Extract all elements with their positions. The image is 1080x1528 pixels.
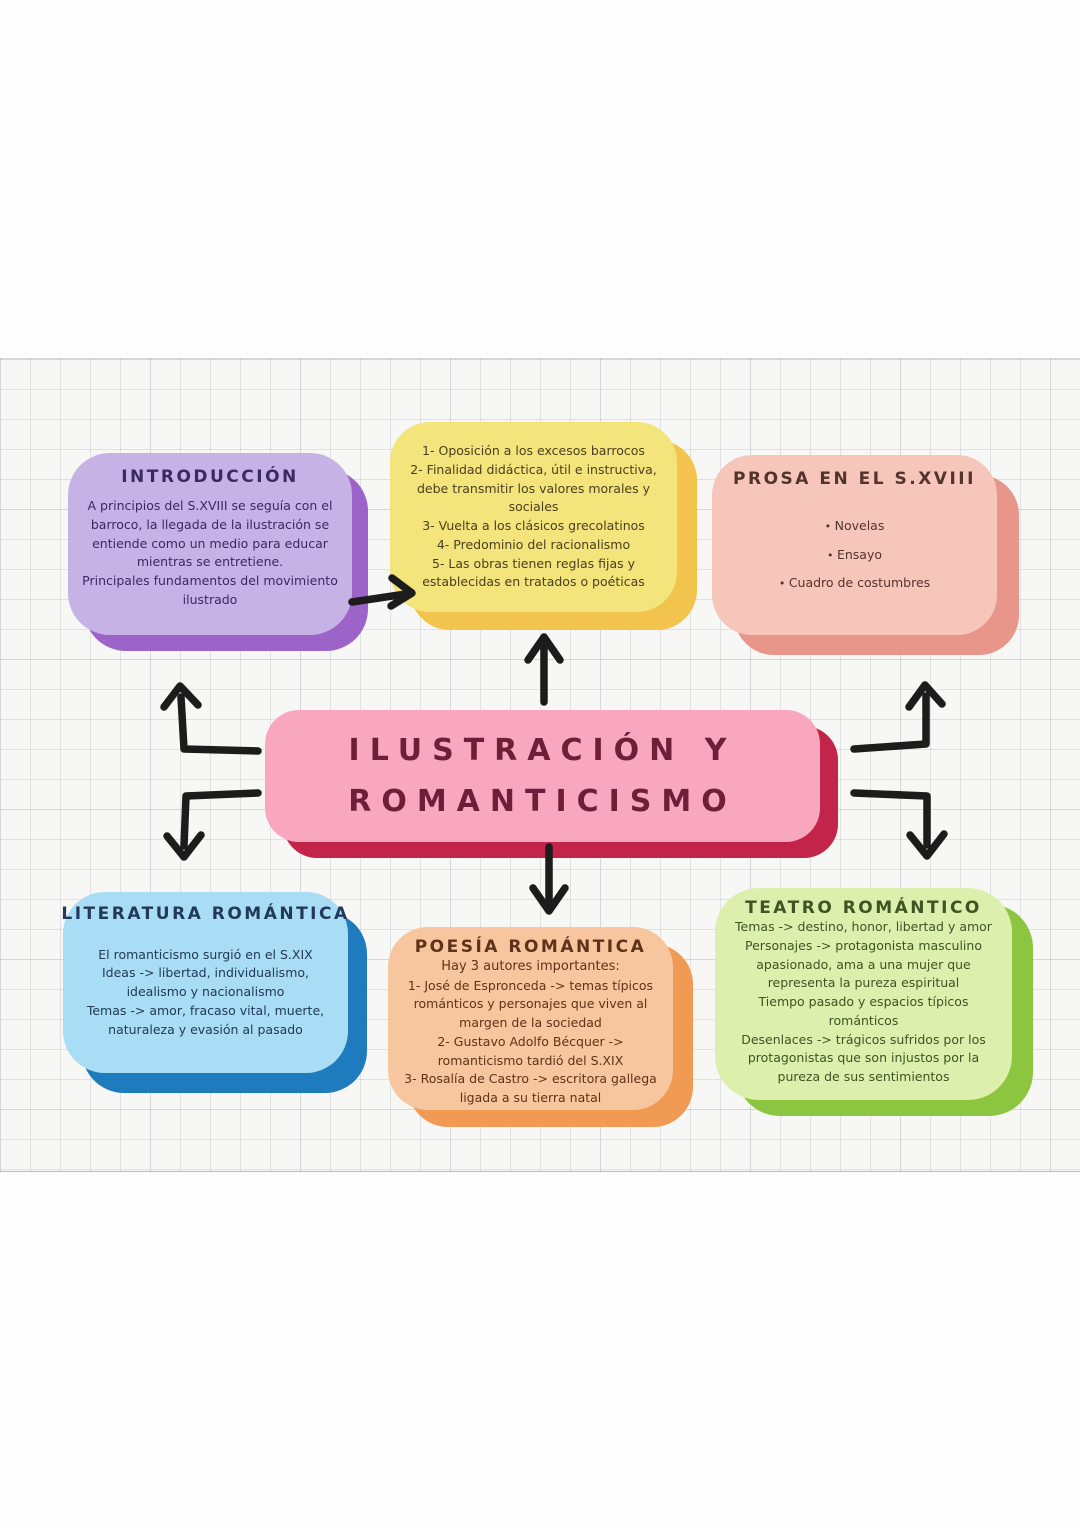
text-line: Temas -> destino, honor, libertad y amor [735, 919, 992, 934]
text-line: El romanticismo surgió en el S.XIX [98, 946, 313, 962]
central-title-line1: ILUSTRACIÓN Y [348, 733, 737, 768]
box-poesia-subtitle: Hay 3 autores importantes: [441, 959, 620, 974]
text-line: Tiempo pasado y espacios típicos románti… [758, 994, 969, 1028]
box-prosa-title: PROSA EN EL S.XVIII [733, 469, 976, 489]
text-line: Ideas -> libertad, individualismo, ideal… [101, 965, 309, 1000]
list-item: 5- Las obras tienen reglas fijas y estab… [422, 555, 645, 590]
bullet-item: Novelas [779, 517, 930, 536]
list-item: 2- Finalidad didáctica, útil e instructi… [410, 461, 657, 515]
bullet-item: Ensayo [779, 546, 930, 565]
text-line: Principales fundamentos del movimiento i… [82, 573, 338, 607]
box-caracteristicas: 1- Oposición a los excesos barrocos 2- F… [390, 422, 677, 612]
box-literatura-title: LITERATURA ROMÁNTICA [61, 904, 350, 924]
bullet-item: Cuadro de costumbres [779, 574, 930, 593]
box-literatura: LITERATURA ROMÁNTICA El romanticismo sur… [61, 892, 350, 1073]
box-poesia-title: POESÍA ROMÁNTICA [414, 937, 647, 957]
box-prosa: PROSA EN EL S.XVIII Novelas Ensayo Cuadr… [712, 455, 997, 635]
list-item: 4- Predominio del racionalismo [436, 536, 631, 552]
text-line: A principios del S.XVIII se seguía con e… [87, 498, 333, 570]
box-introduccion-title: INTRODUCCIÓN [121, 467, 299, 487]
text-line: Temas -> amor, fracaso vital, muerte, na… [86, 1002, 325, 1037]
list-item: 3- Vuelta a los clásicos grecolatinos [422, 518, 645, 533]
list-item: 2- Gustavo Adolfo Bécquer -> romanticism… [437, 1033, 624, 1068]
list-item: 1- José de Espronceda -> temas típicos r… [407, 977, 654, 1031]
box-central-title: ILUSTRACIÓN Y ROMANTICISMO [265, 710, 820, 842]
box-teatro-title: TEATRO ROMÁNTICO [745, 898, 982, 918]
box-poesia: POESÍA ROMÁNTICA Hay 3 autores important… [388, 927, 673, 1110]
text-line: Personajes -> protagonista masculino apa… [745, 937, 982, 991]
box-teatro: TEATRO ROMÁNTICO Temas -> destino, honor… [715, 888, 1012, 1100]
box-introduccion: INTRODUCCIÓN A principios del S.XVIII se… [68, 453, 352, 635]
list-item: 3- Rosalía de Castro -> escritora galleg… [404, 1071, 657, 1105]
central-title-line2: ROMANTICISMO [348, 784, 737, 819]
text-line: Desenlaces -> trágicos sufridos por los … [741, 1031, 986, 1085]
list-item: 1- Oposición a los excesos barrocos [422, 443, 645, 458]
